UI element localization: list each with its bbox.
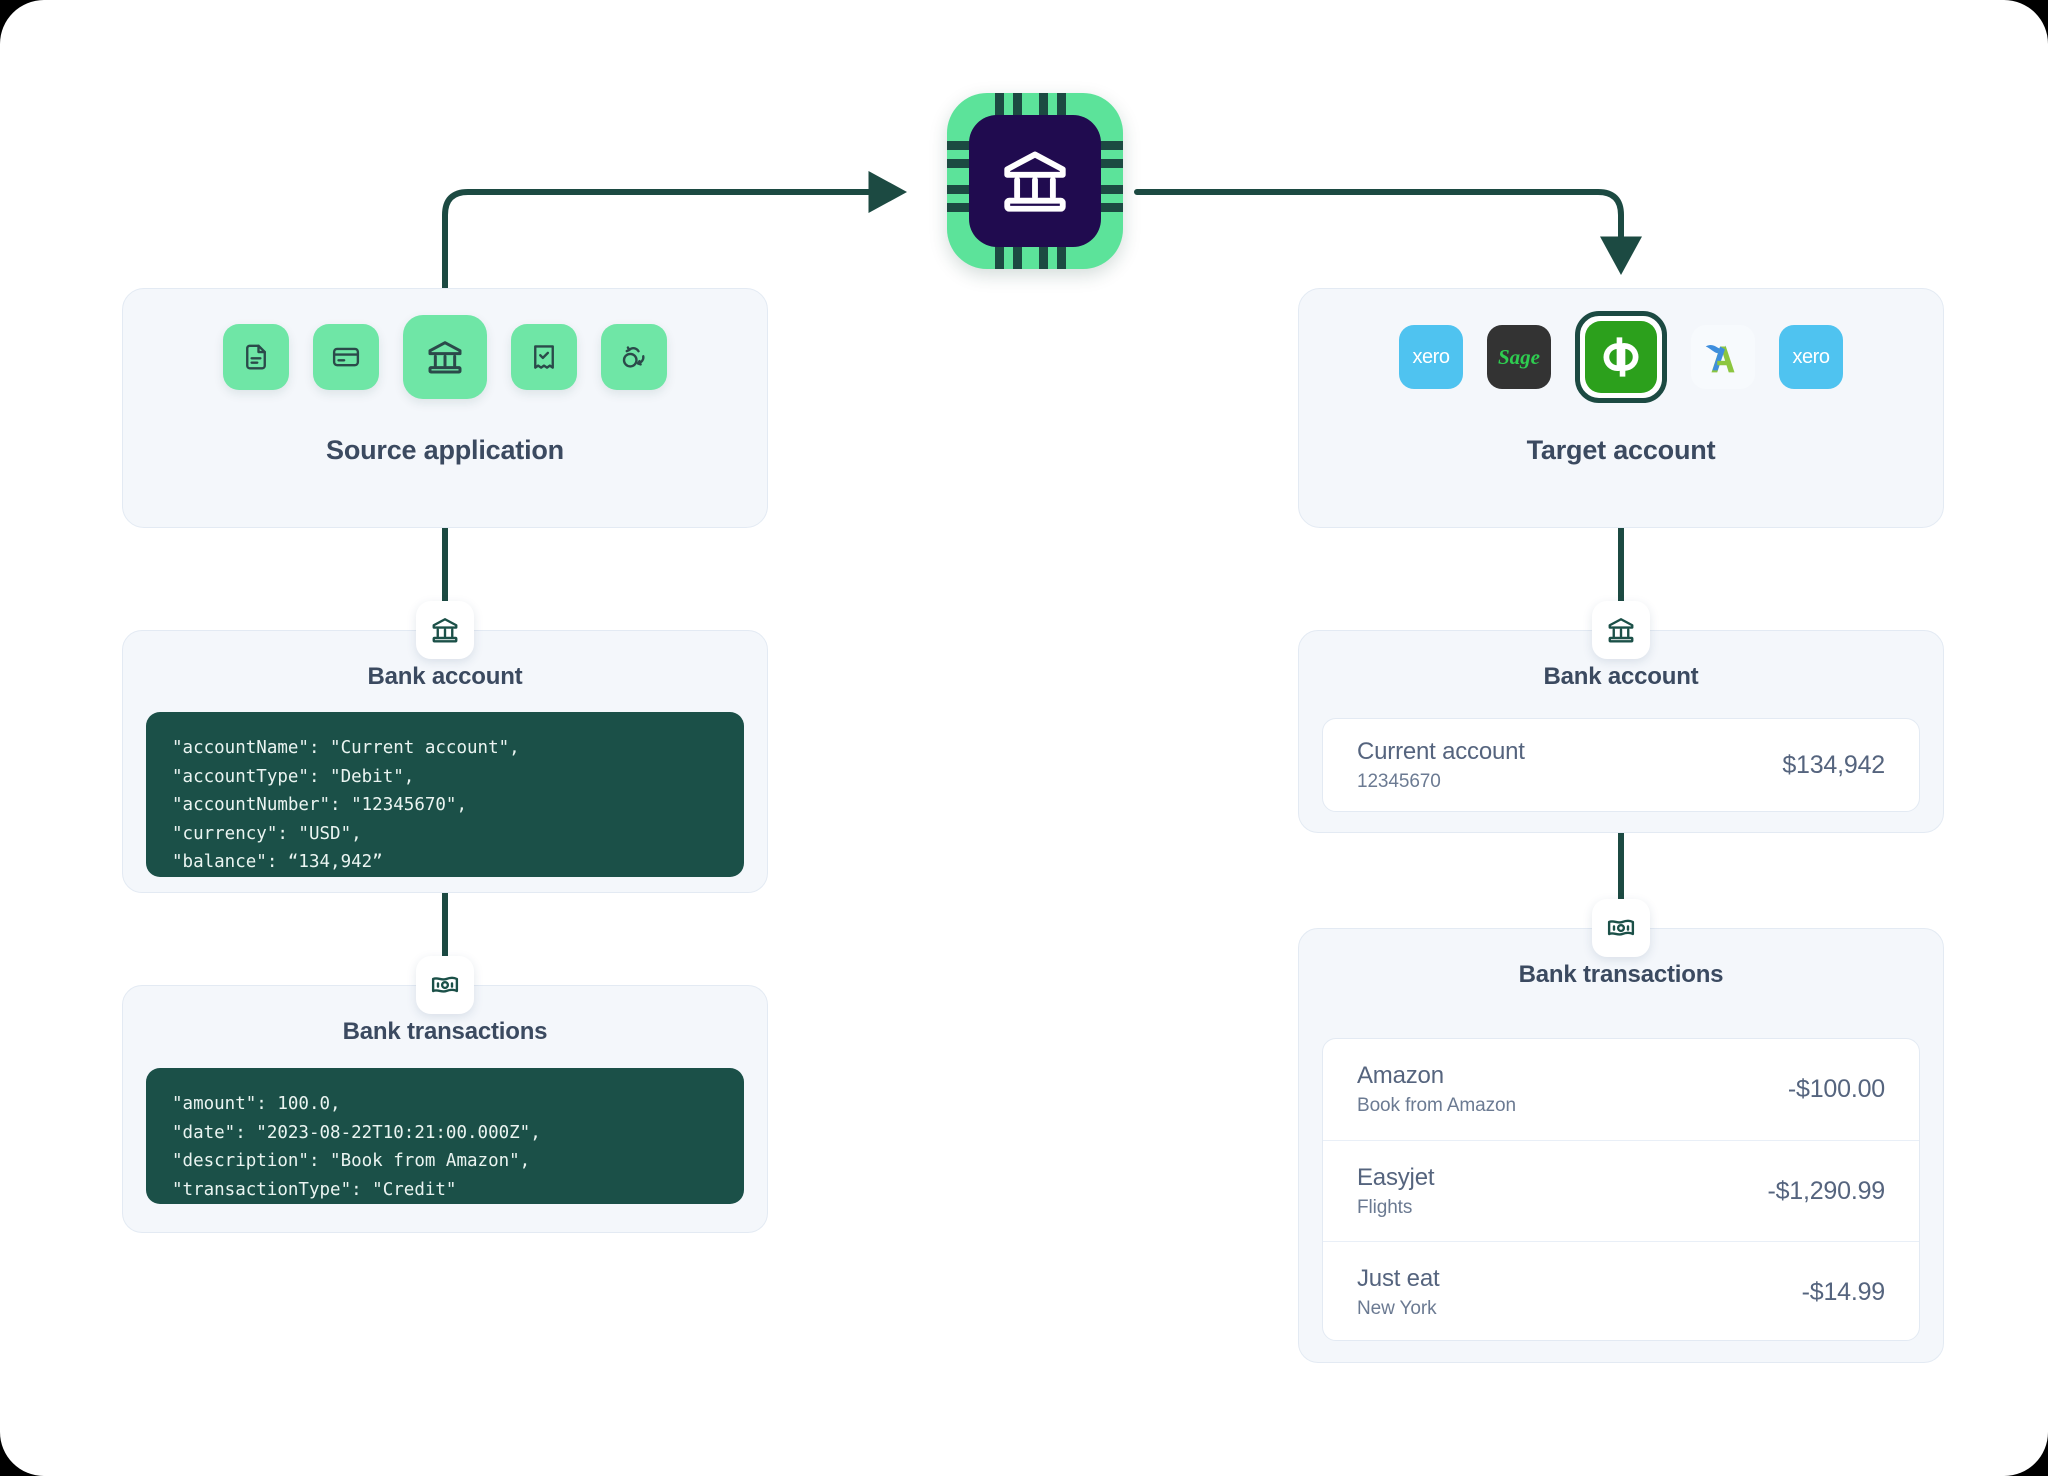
xero-logo-label-2: xero — [1792, 345, 1830, 368]
account-number: 12345670 — [1357, 770, 1441, 792]
bank-chip-badge — [947, 93, 1123, 269]
target-bank-account-title: Bank account — [1543, 663, 1699, 690]
bank-icon-tile[interactable] — [403, 315, 487, 399]
transaction-name: Amazon — [1357, 1062, 1444, 1089]
source-bank-account-title: Bank account — [367, 663, 523, 690]
receipt-check-icon — [534, 345, 554, 369]
bank-icon — [428, 341, 462, 374]
target-logo-row: xero Sage — [1299, 303, 1943, 411]
chip-pins-icon — [947, 93, 1123, 269]
receipt-check-icon-tile[interactable] — [511, 324, 577, 390]
target-bank-transactions-title: Bank transactions — [1518, 961, 1724, 988]
sage-logo-label: Sage — [1498, 344, 1540, 369]
source-application-title: Source application — [326, 435, 564, 465]
xero-logo-tile-2[interactable]: xero — [1779, 325, 1843, 389]
banknote-icon — [431, 976, 459, 993]
transaction-row[interactable]: Easyjet Flights -$1,290.99 — [1323, 1140, 1919, 1241]
banknote-icon — [1607, 919, 1635, 936]
source-bank-transactions-title: Bank transactions — [342, 1018, 548, 1045]
transaction-description: New York — [1357, 1297, 1437, 1319]
source-bank-account-badge — [416, 601, 474, 659]
freeagent-logo-tile[interactable] — [1691, 325, 1755, 389]
document-icon — [246, 344, 266, 370]
sage-logo-tile[interactable]: Sage — [1487, 325, 1551, 389]
transaction-description: Book from Amazon — [1357, 1095, 1516, 1116]
source-bank-account-code: "accountName": "Current account", "accou… — [146, 712, 744, 877]
account-balance: $134,942 — [1782, 750, 1885, 779]
transaction-row[interactable]: Just eat New York -$14.99 — [1323, 1241, 1919, 1340]
bank-account-row[interactable]: Current account 12345670 $134,942 — [1323, 719, 1919, 811]
target-account-title: Target account — [1526, 435, 1716, 465]
target-bank-account-list: Current account 12345670 $134,942 — [1322, 718, 1920, 812]
freeagent-icon — [1705, 344, 1735, 373]
target-transactions-list: Amazon Book from Amazon -$100.00 Easyjet… — [1322, 1038, 1920, 1341]
transaction-name: Easyjet — [1357, 1163, 1435, 1191]
source-bank-transactions-badge — [416, 956, 474, 1014]
sync-icon — [622, 346, 645, 368]
transaction-name: Just eat — [1357, 1264, 1440, 1292]
bank-icon — [1004, 151, 1066, 212]
transaction-amount: -$14.99 — [1801, 1277, 1886, 1306]
transaction-amount: -$100.00 — [1787, 1075, 1885, 1103]
credit-card-icon-tile[interactable] — [313, 324, 379, 390]
quickbooks-logo-selected[interactable] — [1575, 311, 1667, 403]
xero-logo-label: xero — [1412, 345, 1450, 368]
target-account-panel: xero Sage — [1298, 288, 1944, 528]
target-bank-transactions-badge — [1592, 899, 1650, 957]
source-icon-row — [123, 303, 767, 411]
chip-core — [969, 115, 1101, 247]
transaction-amount: -$1,290.99 — [1767, 1176, 1885, 1205]
source-application-panel: Source application — [122, 288, 768, 528]
bank-icon — [1608, 618, 1634, 643]
document-icon-tile[interactable] — [223, 324, 289, 390]
quickbooks-logo-tile — [1585, 321, 1657, 393]
sync-icon-tile[interactable] — [601, 324, 667, 390]
bank-icon — [432, 618, 458, 643]
transaction-row[interactable]: Amazon Book from Amazon -$100.00 — [1323, 1039, 1919, 1140]
xero-logo-tile[interactable]: xero — [1399, 325, 1463, 389]
credit-card-icon — [332, 347, 360, 367]
account-name: Current account — [1357, 737, 1525, 765]
source-bank-transactions-code: "amount": 100.0, "date": "2023-08-22T10:… — [146, 1068, 744, 1204]
target-bank-account-badge — [1592, 601, 1650, 659]
transaction-description: Flights — [1357, 1196, 1413, 1218]
quickbooks-qb-icon — [1603, 337, 1639, 377]
